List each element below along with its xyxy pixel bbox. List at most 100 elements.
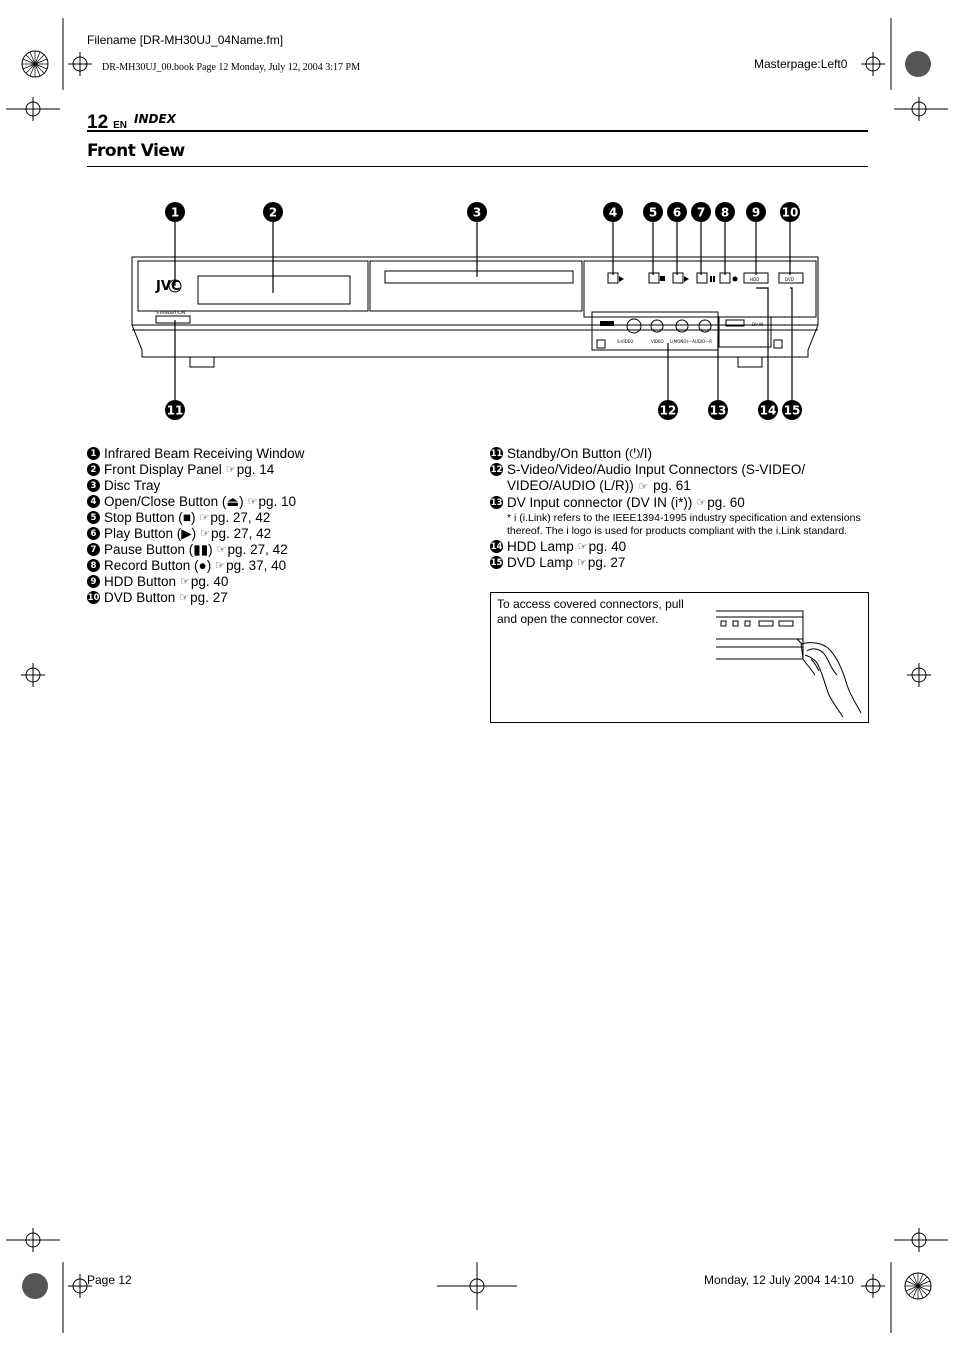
item-text: HDD Lamp [507, 539, 574, 554]
crosshair-icon [861, 1274, 885, 1298]
crosshair-icon [21, 97, 45, 121]
callout-6-circle [667, 202, 687, 222]
reference-icon: ☞ [638, 481, 649, 493]
item-number: 12 [490, 463, 503, 476]
callout-9: 9 [752, 206, 760, 220]
callout-12: 12 [660, 404, 677, 418]
item-ref: pg. 27 [190, 590, 228, 605]
book-info-line: DR-MH30UJ_00.book Page 12 Monday, July 1… [102, 62, 360, 73]
standby-label: STANDBY/ON [156, 310, 185, 316]
item-number: 6 [87, 527, 100, 540]
crosshair-icon [907, 1228, 931, 1252]
reference-icon: ☞ [216, 544, 227, 556]
dvd-button [778, 272, 804, 284]
video-jack [650, 319, 664, 333]
callout-3: 3 [473, 206, 481, 220]
item-text: Record Button (●) [104, 558, 212, 573]
callout-1-circle [165, 202, 185, 222]
reference-icon: ☞ [577, 541, 588, 553]
item-number: 2 [87, 463, 100, 476]
callout-13-circle [708, 400, 728, 420]
list-item: 14 HDD Lamp ☞ pg. 40 [490, 539, 870, 555]
av-connector-panel [591, 311, 719, 351]
callout-10: 10 [782, 206, 799, 220]
panel-label-dvd: DVD [785, 277, 794, 282]
dv-in-jack [725, 319, 745, 327]
reference-icon: ☞ [179, 592, 190, 604]
item-number: 8 [87, 559, 100, 572]
list-item-continuation: VIDEO/AUDIO (L/R)) ☞ pg. 61 [490, 478, 870, 495]
item-text: VIDEO/AUDIO (L/R)) [507, 478, 634, 493]
reference-icon: ☞ [180, 576, 190, 588]
item-number: 13 [490, 496, 503, 509]
item-ref: pg. 60 [707, 495, 745, 510]
item-number: 15 [490, 556, 503, 569]
connector-cover-note-box: To access covered connectors, pull and o… [490, 592, 869, 723]
s-video-jack [626, 318, 642, 334]
reference-icon: ☞ [225, 464, 236, 476]
panel-label-video: VIDEO [651, 339, 664, 344]
note-text: To access covered connectors, pull and o… [497, 597, 684, 626]
page-language: EN [113, 120, 128, 131]
item-number: 10 [87, 591, 100, 604]
brand-logo: JVC [155, 279, 180, 294]
reference-icon: ☞ [247, 496, 258, 508]
item-ref: pg. 27, 42 [211, 526, 272, 541]
callout-5-circle [643, 202, 663, 222]
item-text: Standby/On Button (⏻/I) [507, 446, 652, 461]
page-title: Front View [87, 141, 185, 161]
disc-tray [384, 270, 574, 284]
item-number: 1 [87, 447, 100, 460]
item-ref: pg. 37, 40 [226, 558, 287, 573]
item-number: 14 [490, 540, 503, 553]
callout-2: 2 [269, 206, 277, 220]
right-parts-list: 11 Standby/On Button (⏻/I) 12 S-Video/Vi… [490, 446, 870, 571]
crosshair-icon [21, 663, 45, 687]
standby-button [155, 315, 191, 324]
item-text: HDD Button [104, 574, 177, 589]
item-ref: pg. 40 [588, 539, 627, 554]
section-label: INDEX [134, 112, 176, 126]
callout-9-circle [746, 202, 766, 222]
crosshair-icon [861, 52, 885, 76]
reference-icon: ☞ [199, 512, 210, 524]
callout-15: 15 [784, 404, 801, 418]
list-item: 6 Play Button (▶)☞pg. 27, 42 [87, 526, 304, 542]
list-item: 11 Standby/On Button (⏻/I) [490, 446, 870, 462]
item-number: 5 [87, 511, 100, 524]
panel-label-audio: L(MONO)—AUDIO—R [670, 339, 712, 344]
cover-illustration [716, 610, 862, 718]
panel-label-dv-in: DV IN [752, 322, 763, 327]
dv-connector-panel [718, 316, 772, 348]
item-text: Open/Close Button (⏏) [104, 494, 244, 509]
crosshair-icon [68, 1274, 92, 1298]
list-item: 15 DVD Lamp ☞ pg. 27 [490, 555, 870, 571]
item-text: Play Button (▶) [104, 526, 197, 541]
item-number: 7 [87, 543, 100, 556]
callout-14-circle [758, 400, 778, 420]
item-ref: pg. 40 [190, 574, 229, 589]
front-view-diagram: JVC STANDBY/ON S-VIDEO VIDEO L(MONO)—AUD… [131, 202, 819, 420]
callout-11: 11 [167, 404, 184, 418]
reference-icon: ☞ [215, 560, 226, 572]
crosshair-icon [21, 1228, 45, 1252]
callout-12-circle [658, 400, 678, 420]
play-button [672, 272, 684, 284]
callout-7-circle [691, 202, 711, 222]
list-item: 13 DV Input connector (DV IN (i*)) ☞ pg.… [490, 495, 870, 511]
audio-l-jack [675, 319, 689, 333]
right-foot [737, 356, 763, 368]
star-target-icon [21, 50, 49, 78]
title-rule [87, 166, 868, 167]
callout-1: 1 [171, 206, 179, 220]
callout-11-circle [165, 400, 185, 420]
page-heading: 12 EN INDEX [87, 112, 176, 134]
reference-icon: ☞ [200, 528, 211, 540]
